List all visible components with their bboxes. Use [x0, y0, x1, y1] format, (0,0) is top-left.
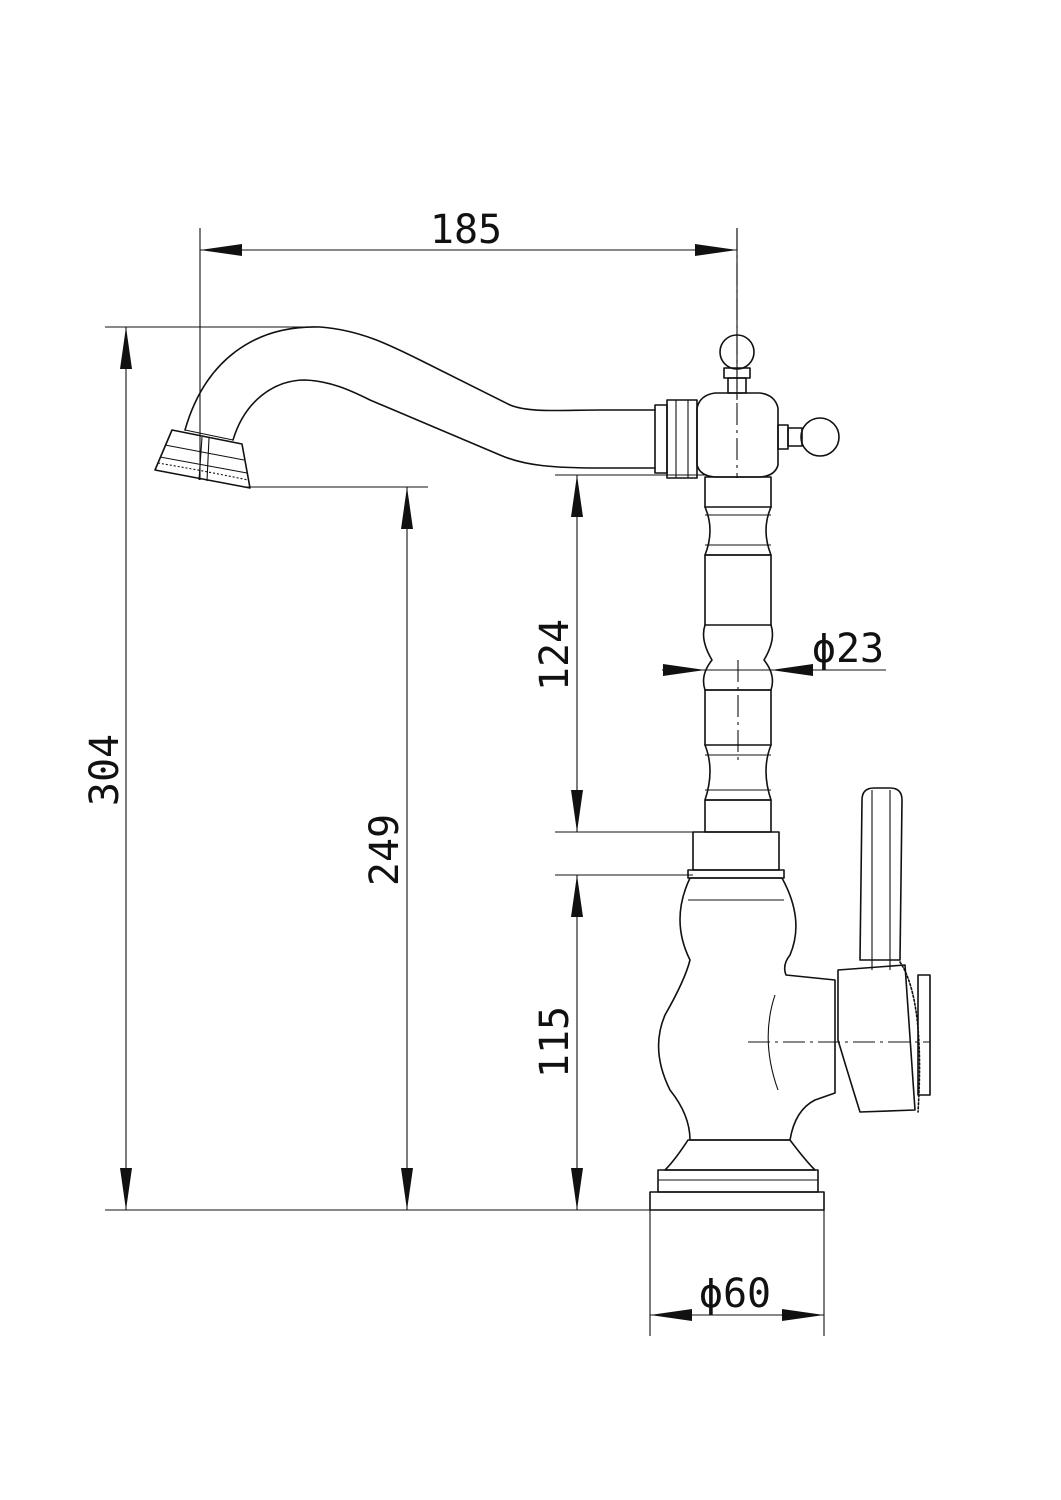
dim-base-diameter: ϕ60	[699, 1271, 771, 1317]
dim-base-height: 115	[532, 1006, 578, 1078]
faucet-outline	[154, 228, 931, 1211]
dimension-lines	[105, 228, 886, 1336]
dim-spout-reach: 185	[430, 207, 502, 253]
dim-total-height: 304	[82, 734, 128, 806]
column	[692, 476, 780, 871]
dim-spout-outlet-height: 249	[362, 814, 408, 886]
top-body	[696, 334, 840, 478]
spout	[184, 326, 698, 479]
lower-body	[649, 869, 836, 1211]
dim-column-length: 124	[532, 619, 578, 691]
aerator	[154, 429, 251, 489]
lever-handle	[837, 787, 931, 1113]
dim-column-diameter: ϕ23	[812, 626, 884, 672]
